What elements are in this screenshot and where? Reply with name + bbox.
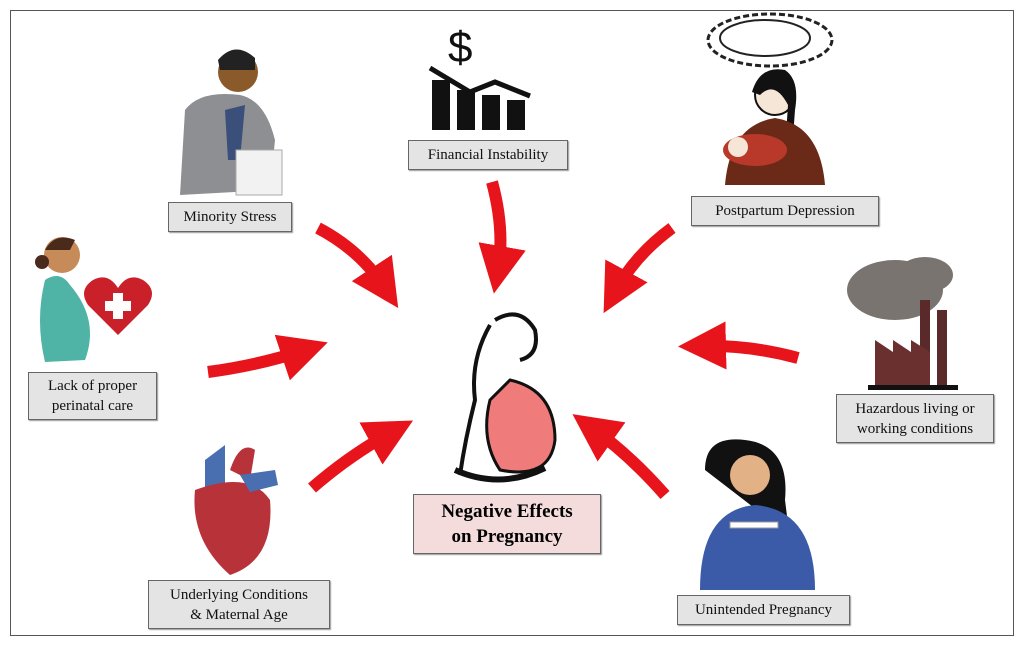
arrow-financial	[478, 180, 526, 294]
arrows	[207, 180, 800, 499]
label-financial-instability: Financial Instability	[408, 140, 568, 170]
label-text: perinatal care	[51, 398, 134, 414]
minority-stress-illustration	[180, 49, 283, 196]
label-text: Financial Instability	[427, 147, 549, 163]
arrow-perinatal	[207, 334, 328, 381]
dollar-icon: $	[448, 23, 472, 72]
center-negative-effects: Negative Effects on Pregnancy	[413, 494, 601, 554]
label-underlying-conditions: Underlying Conditions & Maternal Age	[148, 580, 330, 629]
perinatal-care-illustration	[35, 237, 152, 362]
label-text: Postpartum Depression	[715, 203, 855, 219]
label-unintended-pregnancy: Unintended Pregnancy	[677, 595, 850, 625]
pregnant-woman-illustration	[453, 312, 557, 483]
label-minority-stress: Minority Stress	[168, 202, 292, 232]
label-text: & Maternal Age	[190, 606, 288, 623]
label-text: Underlying Conditions	[170, 586, 308, 603]
diagram-frame	[10, 10, 1014, 636]
center-title-line2: on Pregnancy	[451, 526, 563, 547]
hazardous-factory-illustration	[847, 257, 958, 390]
arrow-postpartum	[603, 223, 676, 314]
anatomical-heart-illustration	[194, 445, 278, 575]
label-text: Lack of proper	[47, 378, 138, 394]
label-text: Minority Stress	[183, 209, 277, 225]
unintended-pregnancy-illustration	[700, 439, 815, 590]
arrow-unintended	[572, 414, 670, 499]
postpartum-depression-illustration	[706, 12, 834, 185]
arrow-hazardous	[678, 321, 800, 370]
label-postpartum-depression: Postpartum Depression	[691, 196, 879, 226]
arrow-minority	[315, 222, 399, 309]
label-text: working conditions	[856, 420, 974, 437]
label-perinatal-care: Lack of proper perinatal care	[28, 372, 157, 420]
financial-chart-icon: $	[428, 23, 531, 130]
arrow-underlying	[308, 420, 414, 493]
label-text: Hazardous living or	[855, 400, 975, 417]
label-text: Unintended Pregnancy	[694, 602, 833, 618]
center-title-line1: Negative Effects	[441, 501, 573, 522]
label-hazardous-conditions: Hazardous living or working conditions	[836, 394, 994, 443]
